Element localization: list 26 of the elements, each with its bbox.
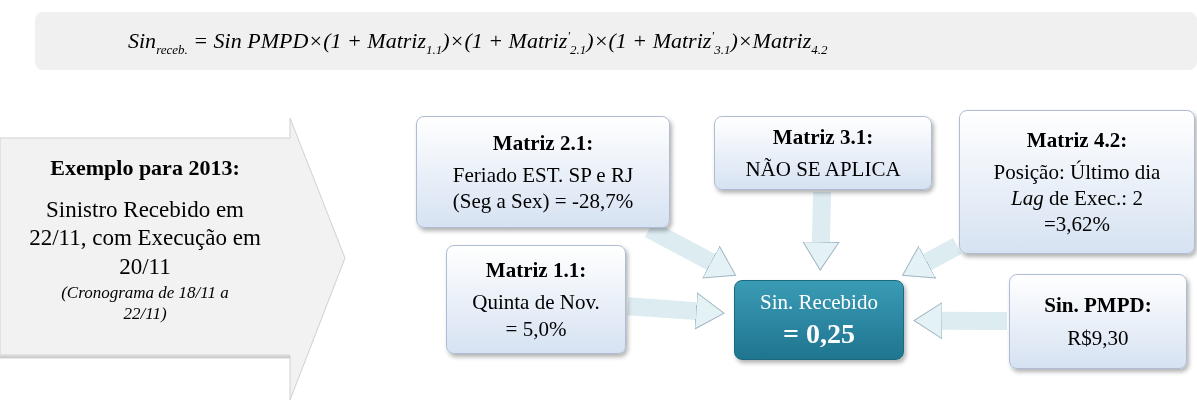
box-text: NÃO SE APLICA xyxy=(744,156,902,183)
box-text: Posição: Último dia Lag de Exec.: 2 =3,62% xyxy=(992,158,1162,238)
chevron-panel xyxy=(0,118,345,400)
box-heading: Matriz 2.1: xyxy=(491,129,595,156)
box-heading: Matriz 1.1: xyxy=(484,257,588,284)
factor-box xyxy=(1009,274,1187,369)
panel-text: Sinistro Recebido em 22/11, com Execução em 20/11 xyxy=(28,195,262,281)
factor-box xyxy=(446,245,626,354)
formula: Sin$_{receb.}$ = Sin PMPD×(1 + Matriz$_{1.1}$)×(1 + Matriz$^{'}$$_{2.1}$)×(1 + Matriz$^{'}$$_{3.1}$)×Matriz$_{4.2}$ xyxy=(128,28,828,58)
block-arrow xyxy=(913,302,1008,340)
box-heading: Matriz 3.1: xyxy=(771,123,875,150)
block-arrow xyxy=(627,292,725,330)
panel-note: (Cronograma de 18/11 a 22/11) xyxy=(60,281,230,325)
box-text: Quinta de Nov. = 5,0% xyxy=(471,289,601,342)
box-text: = 0,25 xyxy=(782,316,856,351)
box-heading: Matriz 4.2: xyxy=(1025,126,1129,153)
result-box xyxy=(734,280,904,360)
block-arrow xyxy=(902,238,962,279)
box-text: R$9,30 xyxy=(1066,324,1130,351)
box-text: Feriado EST. SP e RJ (Seg a Sex) = -28,7% xyxy=(451,161,635,215)
panel-heading: Exemplo para 2013: xyxy=(49,154,241,182)
factor-box xyxy=(714,116,932,190)
box-heading: Sin. PMPD: xyxy=(1043,292,1153,319)
box-heading: Sin. Recebido xyxy=(759,289,879,316)
factor-box xyxy=(416,116,670,228)
factor-box xyxy=(959,110,1195,254)
